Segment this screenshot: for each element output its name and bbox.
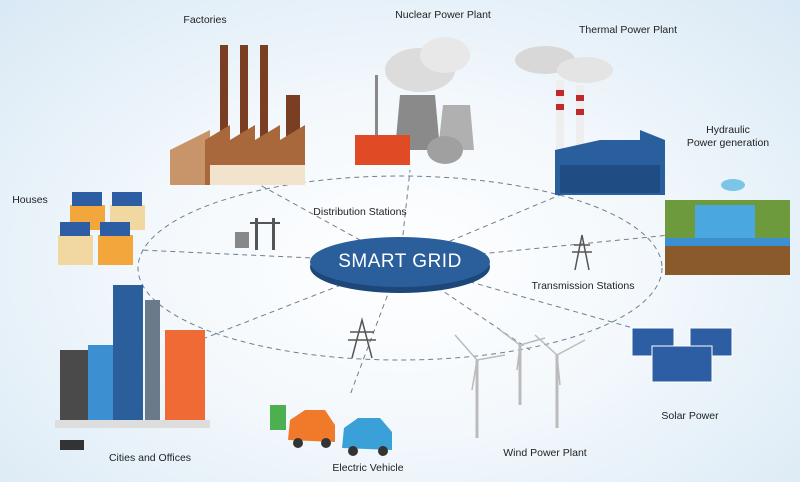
label-houses: Houses: [12, 194, 48, 206]
label-solar: Solar Power: [661, 410, 719, 422]
wind-turbines-icon: [454, 329, 586, 438]
smart-grid-title: SMART GRID: [338, 251, 462, 272]
label-cities: Cities and Offices: [108, 452, 192, 464]
label-hydraulic-line2: Power generation: [686, 137, 770, 149]
label-transmission: Transmission Stations: [531, 280, 635, 292]
label-wind: Wind Power Plant: [503, 447, 587, 459]
grid-ring: [137, 175, 663, 361]
transmission-tower-icon: [572, 234, 592, 271]
label-nuclear: Nuclear Power Plant: [395, 9, 491, 21]
label-ev: Electric Vehicle: [332, 462, 404, 474]
solar-panels-icon: [631, 327, 733, 383]
houses-icon: [58, 192, 145, 265]
label-factories: Factories: [183, 14, 227, 26]
label-hydraulic-line1: Hydraulic: [706, 124, 750, 136]
smart-grid-hub: [310, 237, 490, 293]
electric-vehicles-icon: [270, 405, 392, 456]
power-tower-icon: [348, 317, 376, 359]
label-thermal: Thermal Power Plant: [578, 24, 678, 36]
distribution-station-icon: [235, 218, 280, 250]
factory-icon: [170, 45, 305, 185]
hydraulic-dam-icon: [665, 179, 790, 275]
city-buildings-icon: [55, 285, 210, 450]
label-distribution: Distribution Stations: [313, 206, 407, 218]
thermal-plant-icon: [515, 46, 665, 195]
nuclear-plant-icon: [355, 37, 474, 165]
